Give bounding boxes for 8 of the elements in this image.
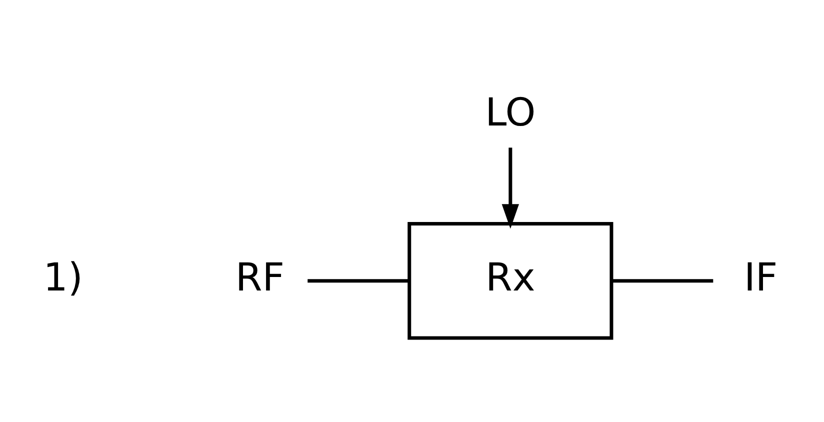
- arrow: [502, 148, 520, 229]
- connector: [308, 279, 410, 283]
- node-box: Rx: [408, 222, 614, 340]
- connector: [612, 279, 714, 283]
- node-text: LO: [485, 90, 536, 136]
- node-text: IF: [744, 256, 778, 301]
- label: 1): [43, 256, 84, 301]
- node-text: RF: [235, 256, 285, 301]
